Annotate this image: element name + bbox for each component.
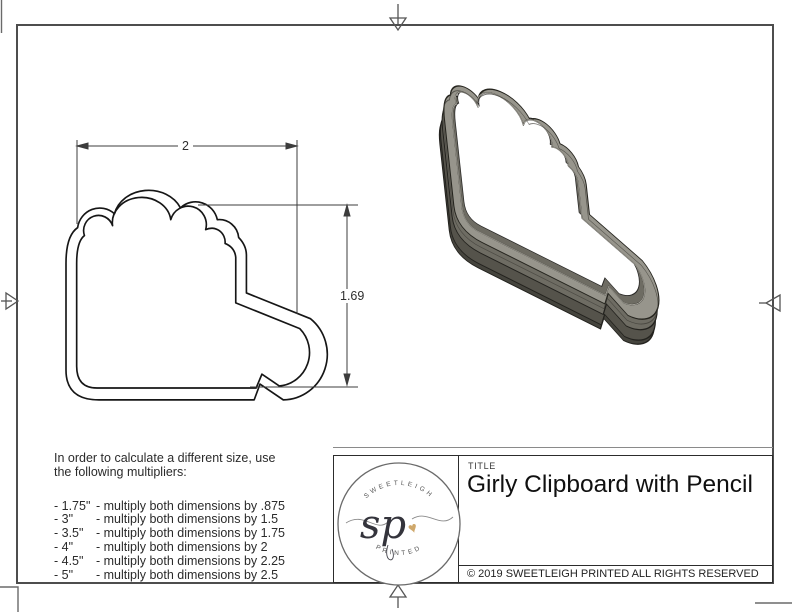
dim-width-label: 2 <box>178 139 193 153</box>
multiplier-row: - 4" - multiply both dimensions by 2 <box>54 539 364 555</box>
multiplier-row: - 3" - multiply both dimensions by 1.5 <box>54 513 364 527</box>
multiplier-row: - 5" - multiply both dimensions by 2.5 <box>54 567 364 583</box>
multiplier-list: - 1.75" - multiply both dimensions by .8… <box>54 498 364 583</box>
note-intro-line1: In order to calculate a different size, … <box>54 451 276 465</box>
title-cell: TITLE Girly Clipboard with Pencil © 2019… <box>459 456 772 582</box>
logo-monogram: sp <box>360 502 406 548</box>
multiplier-rule: - multiply both dimensions by 1.5 <box>96 512 279 527</box>
multiplier-size: - 5" <box>54 567 74 582</box>
title-label: TITLE <box>468 461 497 471</box>
multiplier-row: - 1.75" - multiply both dimensions by .8… <box>54 498 364 514</box>
multiplier-rule: - multiply both dimensions by 2.25 <box>96 553 285 568</box>
dim-height-label: 1.69 <box>336 289 369 303</box>
multiplier-size: - 1.75" <box>54 498 91 513</box>
dimension-lines <box>75 140 358 388</box>
drawing-3d <box>432 64 663 359</box>
multiplier-row: - 3.5" - multiply both dimensions by 1.7… <box>54 526 364 541</box>
title-block: TITLE Girly Clipboard with Pencil © 2019… <box>333 455 773 583</box>
multiplier-size: - 4" <box>54 539 74 554</box>
logo-flourish-right <box>411 515 454 522</box>
copyright-text: © 2019 SWEETLEIGH PRINTED ALL RIGHTS RES… <box>459 565 772 582</box>
multiplier-rule: - multiply both dimensions by 2 <box>96 539 268 554</box>
logo-circle <box>337 462 461 586</box>
center-mark-right <box>759 293 781 313</box>
page-title: Girly Clipboard with Pencil <box>467 471 753 498</box>
center-mark-bottom <box>388 583 408 608</box>
logo-flourish-left <box>345 518 389 526</box>
multiplier-rule: - multiply both dimensions by .875 <box>96 498 285 513</box>
center-mark-top <box>388 4 408 32</box>
note-intro-line2: the following multipliers: <box>54 464 187 479</box>
multiplier-size: - 4.5" <box>54 553 84 568</box>
logo: SWEETLEIGH PRINTED sp ♥ <box>337 462 461 586</box>
center-mark-left <box>1 291 20 311</box>
note-block: In order to calculate a different size, … <box>54 451 364 583</box>
multiplier-size: - 3.5" <box>54 526 84 541</box>
multiplier-row: - 4.5" - multiply both dimensions by 2.2… <box>54 553 364 569</box>
multiplier-size: - 3" <box>54 512 74 527</box>
logo-monogram-flourish <box>386 544 394 561</box>
multiplier-rule: - multiply both dimensions by 2.5 <box>96 567 279 582</box>
multiplier-rule: - multiply both dimensions by 1.75 <box>96 526 285 541</box>
drawing-2d <box>65 189 329 401</box>
